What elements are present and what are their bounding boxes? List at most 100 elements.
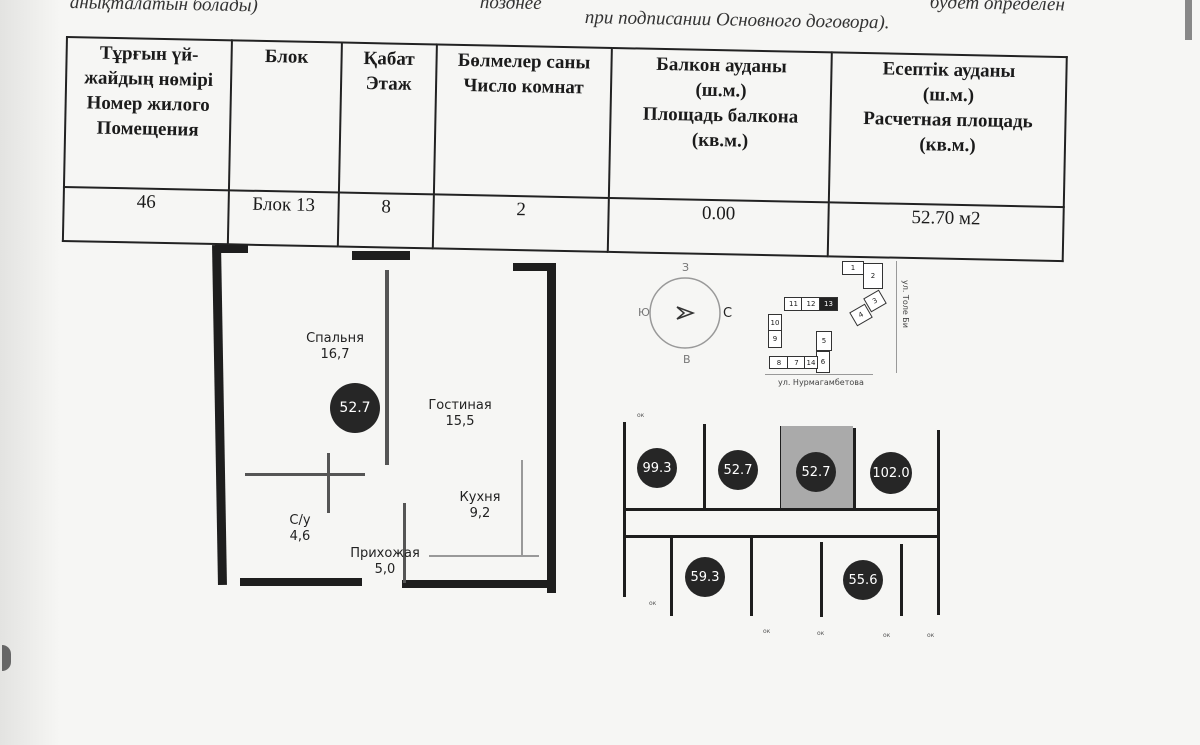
header-balcony-area: Балкон ауданы (ш.м.) Площадь балкона (кв… bbox=[608, 47, 832, 203]
floor-layout-plan: 99.3 52.7 52.7 102.0 59.3 55.6 ок ок ок … bbox=[615, 410, 950, 639]
wall bbox=[215, 245, 248, 253]
unit-badge: 102.0 bbox=[870, 452, 912, 494]
header-calculated-area: Есептік ауданы (ш.м.) Расчетная площадь … bbox=[828, 52, 1067, 208]
room-kitchen-label: Кухня 9,2 bbox=[445, 490, 515, 522]
header-line: Площадь балкона bbox=[642, 103, 799, 128]
block-9: 9 bbox=[768, 330, 782, 348]
header-apartment-number: Тұрғын үй- жайдың нөмірі Номер жилого По… bbox=[63, 37, 232, 191]
block-12: 12 bbox=[801, 297, 821, 311]
wall bbox=[245, 473, 365, 476]
wall bbox=[750, 538, 753, 616]
header-line: Тұрғын үй- bbox=[99, 42, 199, 66]
apartment-floor-plan: Спальня 16,7 Гостиная 15,5 Кухня 9,2 С/у… bbox=[205, 235, 585, 615]
room-bedroom-label: Спальня 16,7 bbox=[295, 331, 375, 363]
room-hallway-label: Прихожая 5,0 bbox=[345, 546, 425, 578]
street-label-nurmagambetova: ул. Нурмагамбетова bbox=[778, 378, 864, 387]
room-name: Спальня bbox=[306, 331, 364, 346]
header-line: Число комнат bbox=[463, 74, 584, 99]
apartment-details-table: Тұрғын үй- жайдың нөмірі Номер жилого По… bbox=[62, 36, 1068, 262]
site-plan: 1 2 3 4 11 12 13 10 9 5 6 8 7 14 ул. Тол… bbox=[760, 255, 910, 395]
room-area: 15,5 bbox=[445, 414, 475, 429]
window-label: ок bbox=[637, 412, 645, 419]
room-living-label: Гостиная 15,5 bbox=[415, 398, 505, 430]
header-floor: Қабат Этаж bbox=[338, 42, 437, 195]
header-line: Қабат bbox=[363, 47, 415, 71]
header-text-line1-mid: позднее bbox=[479, 0, 542, 15]
header-line: Этаж bbox=[365, 73, 412, 95]
block-7: 7 bbox=[787, 356, 806, 369]
room-name: Прихожая bbox=[350, 546, 420, 561]
wall bbox=[429, 555, 539, 557]
cell-calculated-area: 52.70 м2 bbox=[827, 202, 1064, 262]
room-area: 9,2 bbox=[469, 506, 491, 521]
compass-south: Ю bbox=[638, 306, 650, 319]
header-text-line1-left: анықталатын болады) bbox=[69, 0, 259, 17]
header-line: (кв.м.) bbox=[691, 129, 749, 152]
wall bbox=[547, 263, 556, 593]
wall bbox=[403, 503, 406, 583]
window-label: ок bbox=[817, 630, 825, 637]
cell-balcony-area: 0.00 bbox=[607, 197, 829, 257]
header-line: Помещения bbox=[96, 117, 199, 141]
header-text-line1-right: будет определен bbox=[929, 0, 1066, 16]
street-line bbox=[896, 261, 897, 373]
header-line: Бөлмелер саны bbox=[457, 49, 591, 74]
street-label-tole-bi: ул. Толе Би bbox=[901, 280, 910, 328]
window-label: ок bbox=[649, 600, 657, 607]
window-label: ок bbox=[883, 632, 891, 639]
total-area-badge: 52.7 bbox=[330, 383, 380, 433]
header-rooms: Бөлмелер саны Число комнат bbox=[433, 44, 612, 198]
wall bbox=[703, 424, 706, 509]
room-area: 5,0 bbox=[374, 562, 396, 577]
unit-badge: 55.6 bbox=[843, 560, 883, 600]
wall bbox=[937, 430, 940, 615]
block-13-highlighted: 13 bbox=[819, 297, 838, 311]
window-label: ок bbox=[927, 632, 935, 639]
header-line: Блок bbox=[264, 45, 309, 68]
street-line bbox=[765, 374, 873, 375]
room-name: С/у bbox=[289, 513, 311, 528]
wall bbox=[240, 578, 362, 586]
wall bbox=[623, 535, 937, 538]
wall bbox=[900, 544, 903, 616]
wall bbox=[820, 542, 823, 617]
compass: З Ю С В bbox=[620, 255, 740, 375]
wall bbox=[513, 263, 553, 271]
wall bbox=[327, 453, 330, 513]
block-1: 1 bbox=[842, 261, 864, 275]
block-6: 6 bbox=[816, 351, 830, 373]
unit-badge: 52.7 bbox=[718, 450, 758, 490]
room-area: 16,7 bbox=[320, 347, 350, 362]
compass-east: В bbox=[683, 353, 691, 366]
block-8: 8 bbox=[769, 356, 789, 369]
unit-badge: 99.3 bbox=[637, 448, 677, 488]
room-bathroom-label: С/у 4,6 bbox=[275, 513, 325, 545]
wall bbox=[623, 508, 937, 511]
header-line: Расчетная площадь bbox=[863, 108, 1033, 133]
block-5: 5 bbox=[816, 331, 832, 351]
page-edge-bar bbox=[1185, 0, 1192, 40]
wall bbox=[853, 428, 856, 510]
wall bbox=[385, 270, 389, 465]
wall bbox=[521, 460, 523, 555]
unit-badge-current: 52.7 bbox=[796, 452, 836, 492]
wall bbox=[670, 538, 673, 616]
window-label: ок bbox=[763, 628, 771, 635]
compass-west: З bbox=[682, 261, 690, 274]
unit-badge: 59.3 bbox=[685, 557, 725, 597]
wall bbox=[352, 251, 410, 260]
block-14: 14 bbox=[804, 356, 818, 369]
header-line: Номер жилого bbox=[86, 92, 210, 116]
wall bbox=[212, 244, 227, 586]
wall bbox=[402, 580, 556, 588]
compass-north: С bbox=[723, 306, 733, 321]
header-block: Блок bbox=[228, 40, 342, 193]
header-text-line2: при подписании Основного договора). bbox=[584, 7, 890, 34]
block-2: 2 bbox=[863, 263, 883, 289]
compass-ring-icon bbox=[649, 277, 721, 349]
room-name: Кухня bbox=[459, 490, 501, 505]
table-header-row: Тұрғын үй- жайдың нөмірі Номер жилого По… bbox=[63, 37, 1067, 208]
room-area: 4,6 bbox=[289, 529, 311, 544]
header-line: жайдың нөмірі bbox=[83, 67, 214, 91]
header-line: (кв.м.) bbox=[919, 134, 976, 157]
